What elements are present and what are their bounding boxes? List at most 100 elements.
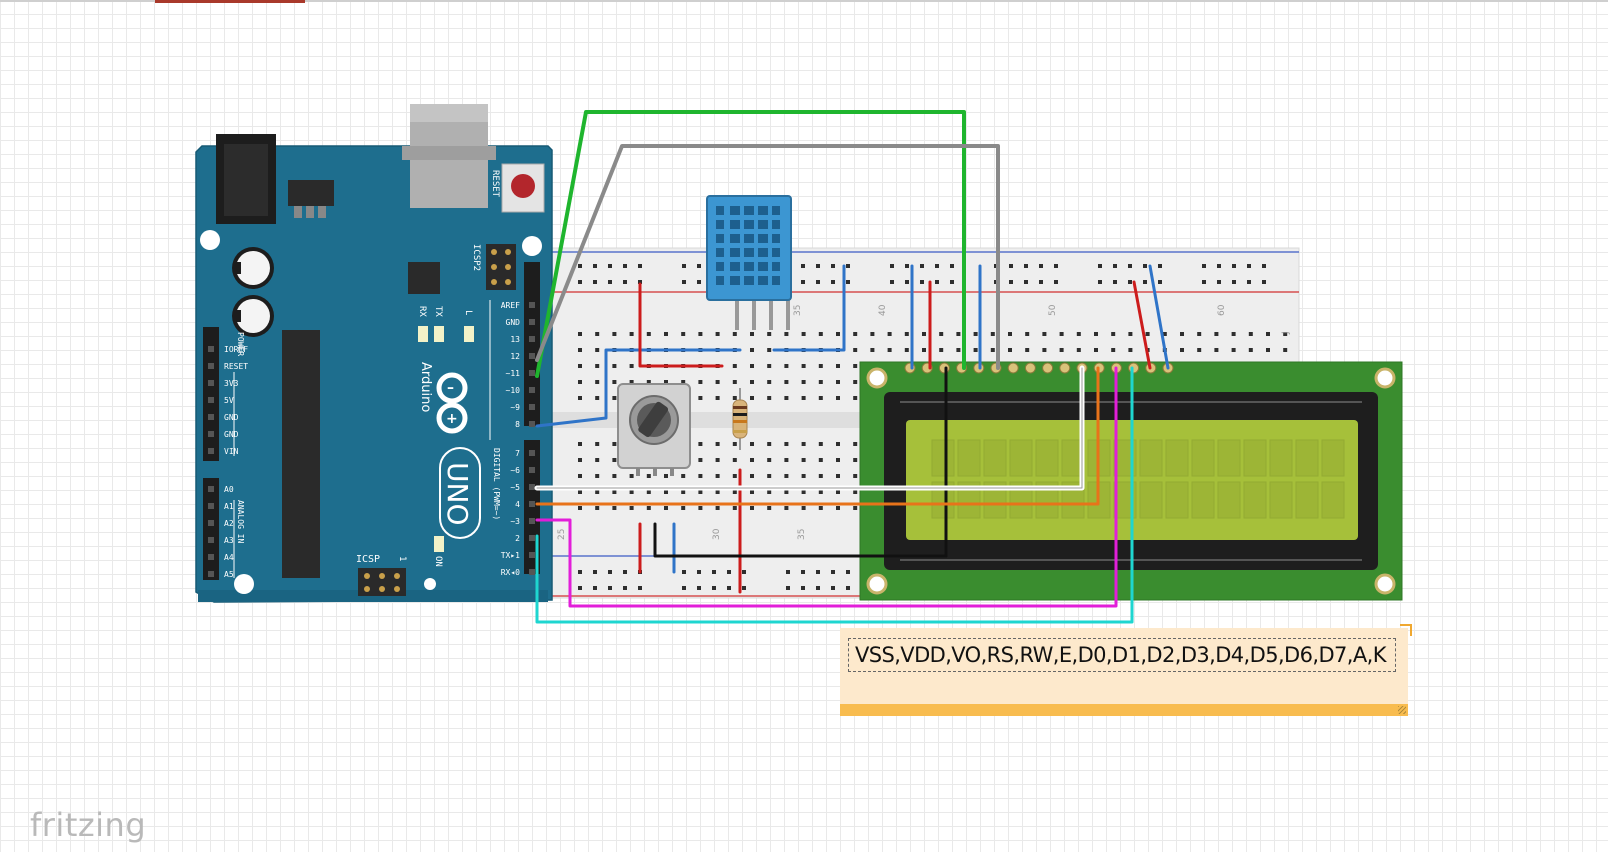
breadboard-rail-hole[interactable]	[623, 280, 627, 284]
breadboard-hole[interactable]	[767, 458, 772, 462]
breadboard-rail-hole[interactable]	[920, 264, 924, 268]
breadboard-rail-hole[interactable]	[1143, 280, 1147, 284]
breadboard-hole[interactable]	[904, 332, 909, 336]
breadboard-hole[interactable]	[578, 442, 582, 446]
breadboard-hole[interactable]	[612, 442, 617, 446]
breadboard-rail-hole[interactable]	[801, 570, 805, 574]
breadboard-rail-hole[interactable]	[623, 570, 627, 574]
wire-red-top[interactable]	[638, 282, 724, 368]
breadboard-hole[interactable]	[595, 490, 600, 494]
breadboard-hole[interactable]	[664, 490, 668, 494]
breadboard-hole[interactable]	[939, 332, 944, 336]
breadboard-rail-hole[interactable]	[593, 280, 597, 284]
breadboard-rail-hole[interactable]	[682, 280, 686, 284]
breadboard-rail-hole[interactable]	[1217, 280, 1221, 284]
breadboard-hole[interactable]	[698, 506, 703, 510]
breadboard-hole[interactable]	[750, 490, 754, 494]
breadboard-hole[interactable]	[1248, 332, 1253, 336]
breadboard-rail-hole[interactable]	[578, 570, 582, 574]
breadboard-hole[interactable]	[1180, 348, 1184, 352]
breadboard-hole[interactable]	[1145, 332, 1150, 336]
breadboard-hole[interactable]	[578, 490, 582, 494]
breadboard-hole[interactable]	[715, 490, 720, 494]
breadboard-hole[interactable]	[1059, 332, 1064, 336]
lcd-pin[interactable]	[1024, 362, 1036, 374]
breadboard-rail-hole[interactable]	[1009, 264, 1013, 268]
breadboard-hole[interactable]	[1214, 348, 1219, 352]
breadboard-rail-hole[interactable]	[846, 570, 850, 574]
breadboard-hole[interactable]	[767, 396, 772, 400]
breadboard-rail-hole[interactable]	[1158, 280, 1162, 284]
breadboard-hole[interactable]	[664, 506, 668, 510]
breadboard-rail-hole[interactable]	[1262, 264, 1266, 268]
breadboard-hole[interactable]	[1197, 348, 1202, 352]
breadboard-hole[interactable]	[750, 380, 754, 384]
breadboard-rail-hole[interactable]	[1232, 280, 1236, 284]
breadboard-hole[interactable]	[578, 396, 582, 400]
breadboard-rail-hole[interactable]	[890, 280, 894, 284]
breadboard-hole[interactable]	[629, 364, 634, 368]
breadboard-hole[interactable]	[1025, 332, 1030, 336]
breadboard-rail-hole[interactable]	[1024, 264, 1028, 268]
breadboard-hole[interactable]	[646, 380, 651, 384]
breadboard-rail-hole[interactable]	[608, 586, 612, 590]
breadboard-hole[interactable]	[801, 364, 806, 368]
breadboard-hole[interactable]	[1042, 332, 1047, 336]
breadboard-hole[interactable]	[750, 506, 754, 510]
breadboard-hole[interactable]	[767, 348, 772, 352]
breadboard-rail-hole[interactable]	[1143, 264, 1147, 268]
breadboard-hole[interactable]	[698, 474, 703, 478]
breadboard-hole[interactable]	[784, 364, 789, 368]
breadboard-hole[interactable]	[784, 474, 789, 478]
breadboard-rail-hole[interactable]	[1262, 280, 1266, 284]
resistor[interactable]	[732, 388, 748, 450]
breadboard-hole[interactable]	[836, 506, 840, 510]
breadboard-hole[interactable]	[836, 474, 840, 478]
breadboard-hole[interactable]	[801, 380, 806, 384]
breadboard-hole[interactable]	[629, 506, 634, 510]
breadboard-hole[interactable]	[1180, 332, 1184, 336]
breadboard-hole[interactable]	[836, 364, 840, 368]
breadboard-rail-hole[interactable]	[846, 264, 850, 268]
breadboard-hole[interactable]	[1025, 348, 1030, 352]
breadboard-rail-hole[interactable]	[816, 570, 820, 574]
breadboard-rail-hole[interactable]	[846, 280, 850, 284]
dht11-sensor[interactable]	[706, 195, 792, 330]
breadboard-hole[interactable]	[767, 332, 772, 336]
breadboard-hole[interactable]	[698, 490, 703, 494]
breadboard-rail-hole[interactable]	[1217, 264, 1221, 268]
breadboard-rail-hole[interactable]	[831, 280, 835, 284]
breadboard-rail-hole[interactable]	[697, 280, 701, 284]
wires[interactable]	[534, 110, 1170, 624]
breadboard-hole[interactable]	[750, 348, 754, 352]
breadboard-hole[interactable]	[629, 474, 634, 478]
breadboard-hole[interactable]	[732, 380, 737, 384]
breadboard-rail-hole[interactable]	[578, 280, 582, 284]
breadboard-hole[interactable]	[853, 332, 858, 336]
breadboard-hole[interactable]	[801, 474, 806, 478]
breadboard-hole[interactable]	[990, 348, 995, 352]
breadboard-hole[interactable]	[612, 364, 617, 368]
breadboard-hole[interactable]	[836, 458, 840, 462]
breadboard-rail-hole[interactable]	[727, 586, 731, 590]
breadboard-rail-hole[interactable]	[801, 280, 805, 284]
breadboard-hole[interactable]	[715, 458, 720, 462]
breadboard-rail-hole[interactable]	[831, 264, 835, 268]
breadboard-rail-hole[interactable]	[608, 264, 612, 268]
breadboard-rail-hole[interactable]	[801, 264, 805, 268]
note-text[interactable]: VSS,VDD,VO,RS,RW,E,D0,D1,D2,D3,D4,D5,D6,…	[848, 638, 1396, 672]
lcd-pin[interactable]	[938, 362, 950, 374]
breadboard-rail-hole[interactable]	[623, 586, 627, 590]
wire-orange[interactable]	[535, 366, 1100, 506]
breadboard-hole[interactable]	[732, 506, 737, 510]
breadboard-hole[interactable]	[801, 442, 806, 446]
pin-note[interactable]: VSS,VDD,VO,RS,RW,E,D0,D1,D2,D3,D4,D5,D6,…	[840, 624, 1412, 716]
breadboard-rail-hole[interactable]	[1113, 280, 1117, 284]
breadboard-hole[interactable]	[818, 474, 823, 478]
breadboard-hole[interactable]	[767, 380, 772, 384]
breadboard-hole[interactable]	[698, 442, 703, 446]
breadboard-hole[interactable]	[1076, 348, 1081, 352]
breadboard-rail-hole[interactable]	[950, 264, 954, 268]
breadboard-hole[interactable]	[784, 396, 789, 400]
breadboard-rail-hole[interactable]	[950, 280, 954, 284]
